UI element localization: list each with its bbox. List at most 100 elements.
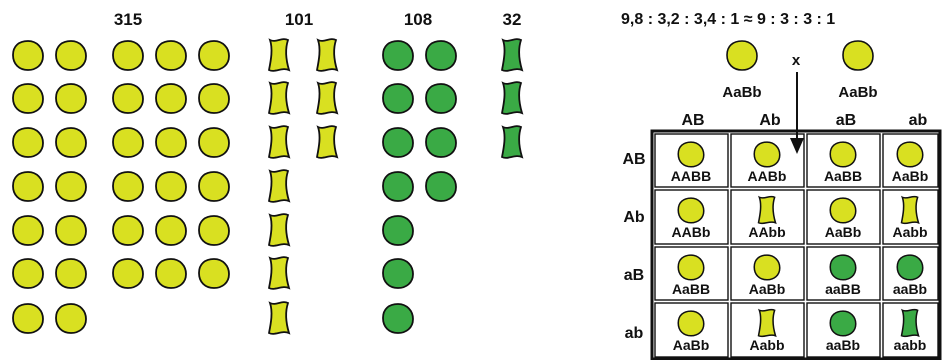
green-wrinkled-seed-icon	[501, 125, 523, 159]
yellow-round-seed-icon	[198, 258, 230, 289]
count-green-round: 108	[404, 10, 432, 29]
green-round-seed-icon	[382, 258, 414, 289]
punnett-cell: aaBb	[893, 254, 927, 297]
yellow-round-seed-icon	[155, 40, 187, 71]
punnett-cell-genotype: Aabb	[750, 337, 785, 353]
yellow-round-seed-icon	[12, 171, 44, 202]
yellow-round-seed-icon	[198, 40, 230, 71]
green-wrinkled-seed-icon	[501, 81, 523, 115]
yellow-round-seed-group	[12, 40, 230, 334]
yellow-round-seed-icon	[198, 127, 230, 158]
yellow-wrinkled-seed-icon	[757, 195, 777, 225]
yellow-round-seed-icon	[112, 127, 144, 158]
row-header-4: ab	[625, 325, 644, 342]
punnett-cell: AaBb	[673, 310, 710, 353]
col-header-4: ab	[909, 112, 928, 129]
yellow-round-seed-icon	[12, 40, 44, 71]
yellow-wrinkled-seed-icon	[316, 38, 338, 72]
yellow-round-seed-icon	[112, 258, 144, 289]
col-header-3: aB	[836, 112, 856, 129]
yellow-round-seed-icon	[198, 215, 230, 246]
green-wrinkled-seed-icon	[501, 38, 523, 72]
yellow-round-seed-icon	[12, 258, 44, 289]
green-wrinkled-seed-icon	[900, 308, 920, 338]
count-yellow-wrinkled: 101	[285, 10, 313, 29]
punnett-cell-genotype: aaBb	[893, 281, 927, 297]
yellow-wrinkled-seed-icon	[268, 256, 290, 290]
punnett-grid	[650, 129, 942, 360]
yellow-wrinkled-seed-icon	[268, 38, 290, 72]
green-round-seed-icon	[425, 127, 457, 158]
punnett-cell: Aabb	[750, 308, 785, 353]
yellow-wrinkled-seed-icon	[268, 125, 290, 159]
punnett-cell-genotype: aaBB	[825, 281, 861, 297]
yellow-round-seed-icon	[155, 83, 187, 114]
punnett-cell: AaBB	[824, 141, 862, 184]
yellow-round-seed-icon	[198, 83, 230, 114]
parent-1: AaBb	[722, 40, 762, 101]
green-round-seed-icon	[425, 171, 457, 202]
yellow-round-seed-icon	[112, 215, 144, 246]
yellow-round-seed-icon	[155, 258, 187, 289]
green-wrinkled-seed-group	[501, 38, 523, 159]
yellow-round-seed-icon	[677, 254, 705, 281]
green-round-seed-icon	[829, 310, 857, 337]
yellow-round-seed-icon	[829, 141, 857, 168]
yellow-round-seed-icon	[12, 215, 44, 246]
col-header-2: Ab	[759, 112, 781, 129]
parent-2-seed-icon	[842, 40, 874, 71]
yellow-round-seed-icon	[155, 127, 187, 158]
row-header-3: aB	[624, 267, 644, 284]
yellow-round-seed-icon	[55, 258, 87, 289]
yellow-wrinkled-seed-icon	[268, 81, 290, 115]
punnett-cell: AABB	[671, 141, 711, 184]
punnett-cell: AaBb	[825, 197, 862, 240]
punnett-cell-genotype: AABb	[748, 168, 787, 184]
punnett-cell: AaBb	[749, 254, 785, 297]
parent-2: AaBb	[838, 40, 878, 101]
punnett-cell: aaBb	[826, 310, 860, 353]
green-round-seed-icon	[425, 83, 457, 114]
green-round-seed-group	[382, 40, 457, 334]
punnett-cell-genotype: AaBb	[825, 224, 862, 240]
punnett-cell-genotype: aabb	[894, 337, 927, 353]
yellow-round-seed-icon	[112, 171, 144, 202]
punnett-cell: AABb	[748, 141, 787, 184]
yellow-wrinkled-seed-icon	[757, 308, 777, 338]
green-round-seed-icon	[382, 215, 414, 246]
yellow-round-seed-icon	[677, 197, 705, 224]
yellow-wrinkled-seed-icon	[316, 125, 338, 159]
yellow-round-seed-icon	[677, 141, 705, 168]
yellow-round-seed-icon	[112, 40, 144, 71]
green-round-seed-icon	[382, 127, 414, 158]
yellow-round-seed-icon	[55, 40, 87, 71]
punnett-cell-genotype: AAbb	[748, 224, 785, 240]
yellow-round-seed-icon	[55, 215, 87, 246]
yellow-round-seed-icon	[677, 310, 705, 337]
green-round-seed-icon	[382, 171, 414, 202]
punnett-cell: AaBb	[892, 141, 928, 184]
punnett-cell: AABb	[672, 197, 710, 240]
count-green-wrinkled: 32	[503, 10, 522, 29]
punnett-cell-genotype: AaBb	[673, 337, 710, 353]
yellow-round-seed-icon	[55, 171, 87, 202]
cross-arrow-icon	[790, 72, 804, 154]
punnett-cell-genotype: AaBB	[672, 281, 710, 297]
yellow-wrinkled-seed-icon	[316, 81, 338, 115]
yellow-round-seed-icon	[12, 127, 44, 158]
row-header-2: Ab	[623, 209, 645, 226]
yellow-round-seed-icon	[112, 83, 144, 114]
yellow-wrinkled-seed-icon	[268, 301, 290, 335]
green-round-seed-icon	[382, 303, 414, 334]
yellow-round-seed-icon	[896, 141, 924, 168]
green-round-seed-icon	[829, 254, 857, 281]
punnett-cell: AAbb	[748, 195, 786, 240]
yellow-wrinkled-seed-icon	[900, 195, 920, 225]
parent-1-seed-icon	[726, 40, 758, 71]
cross-symbol: x	[792, 52, 801, 69]
parent-1-genotype: AaBb	[722, 84, 761, 101]
yellow-round-seed-icon	[753, 141, 781, 168]
punnett-cell-genotype: AABB	[671, 168, 711, 184]
yellow-round-seed-icon	[55, 83, 87, 114]
